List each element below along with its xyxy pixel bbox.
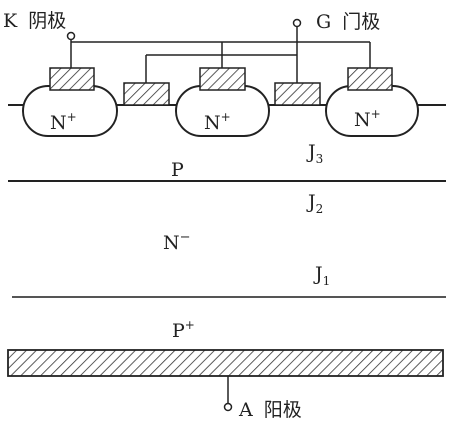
gate-cn-label: 门极 bbox=[342, 11, 380, 33]
gate-terminal-dot bbox=[292, 18, 302, 28]
cathode-contact-1 bbox=[49, 67, 95, 91]
anode-letter: A bbox=[238, 399, 253, 421]
anode-cn-label: 阳极 bbox=[264, 399, 302, 421]
n-plus-label-3: N+ bbox=[354, 107, 381, 131]
cathode-cn-label: 阴极 bbox=[28, 10, 66, 32]
gate-label: G 门极 bbox=[316, 11, 380, 33]
n-plus-label-2: N+ bbox=[204, 110, 231, 134]
n-plus-label-1: N+ bbox=[50, 110, 77, 134]
gate-letter: G bbox=[316, 11, 331, 33]
gate-contact-1 bbox=[123, 82, 170, 106]
junction-j1-label: J1 bbox=[313, 263, 330, 288]
anode-terminal-dot bbox=[223, 402, 233, 412]
gate-contact-2 bbox=[274, 82, 321, 106]
cathode-contact-3 bbox=[347, 67, 393, 91]
anode-label: A 阳极 bbox=[238, 399, 302, 421]
gate-wiring bbox=[145, 27, 298, 83]
anode-metal bbox=[7, 349, 444, 377]
n-minus-label: N− bbox=[163, 230, 191, 254]
cathode-contact-2 bbox=[199, 67, 246, 91]
cathode-terminal-dot bbox=[66, 31, 76, 41]
junction-j2-label: J2 bbox=[306, 191, 323, 216]
cathode-label: K 阴极 bbox=[3, 10, 66, 32]
cathode-letter: K bbox=[3, 10, 18, 32]
p-base-label: P bbox=[171, 159, 184, 181]
junction-j3-label: J3 bbox=[306, 141, 323, 166]
p-plus-label: P+ bbox=[172, 318, 195, 342]
